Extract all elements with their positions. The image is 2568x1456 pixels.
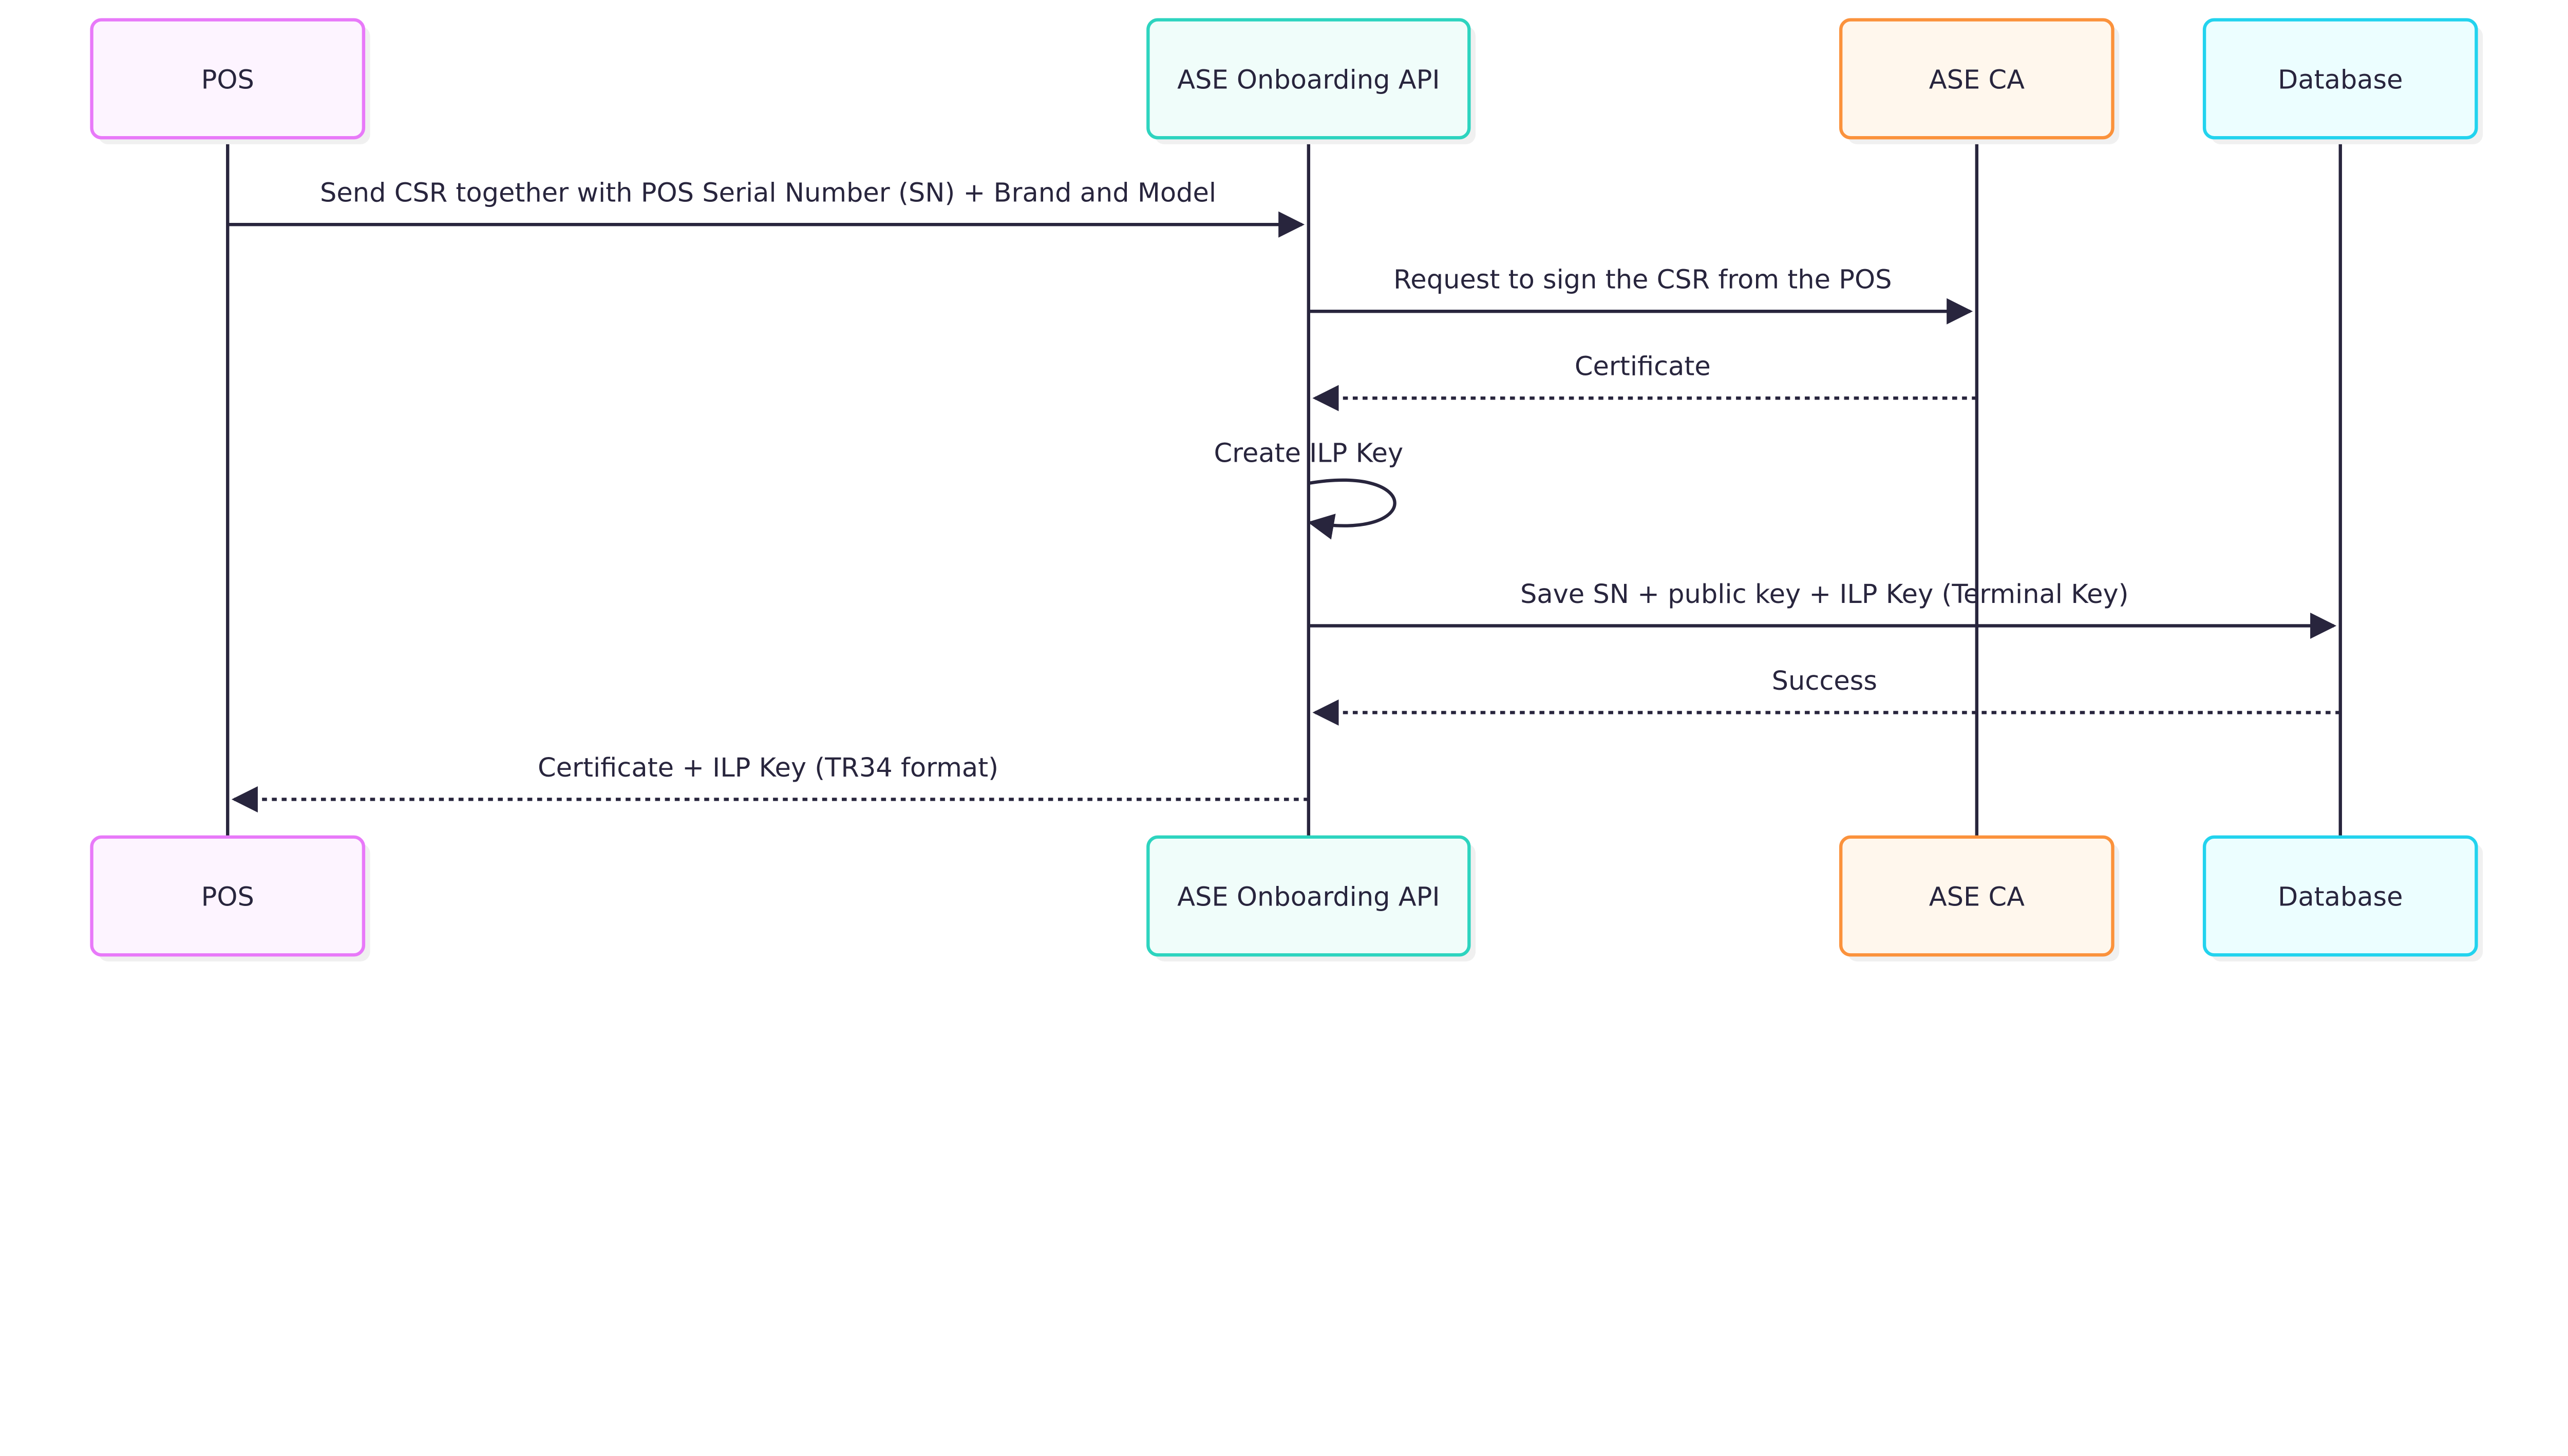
participant-box xyxy=(1146,18,1471,140)
message-label: Certificate + ILP Key (TR34 format) xyxy=(538,753,998,783)
message-7: Certificate + ILP Key (TR34 format) xyxy=(231,753,1309,812)
participant-box xyxy=(1839,18,2114,140)
participant-boxes: POS POS ASE Onboarding API ASE Onboarding A… xyxy=(90,18,2483,962)
participant-ase-onboarding-api-bottom[interactable]: ASE Onboarding API xyxy=(1146,835,1476,962)
message-5: Save SN + public key + ILP Key (Terminal… xyxy=(1308,579,2337,639)
participant-label: ASE Onboarding API xyxy=(1177,882,1440,913)
self-message-arrow xyxy=(1307,478,1396,540)
message-label: Send CSR together with POS Serial Number… xyxy=(320,178,1216,209)
participant-box xyxy=(90,18,366,140)
message-label: Save SN + public key + ILP Key (Terminal… xyxy=(1520,579,2129,610)
message-1: Send CSR together with POS Serial Number… xyxy=(228,178,1305,238)
participant-label: ASE CA xyxy=(1929,882,2025,913)
participant-box xyxy=(1146,835,1471,957)
participant-box xyxy=(1839,835,2114,957)
participant-label: POS xyxy=(201,65,254,96)
participant-ase-ca-top[interactable]: ASE CA xyxy=(1839,18,2120,144)
participant-pos-top[interactable]: POS xyxy=(90,18,370,144)
participant-database-bottom[interactable]: Database xyxy=(2202,835,2483,962)
participant-label: Database xyxy=(2278,65,2403,96)
participant-box xyxy=(2202,835,2478,957)
participant-label: ASE Onboarding API xyxy=(1177,65,1440,96)
message-label: Success xyxy=(1772,666,1877,696)
participant-pos-bottom[interactable]: POS xyxy=(90,835,370,962)
message-label: Create ILP Key xyxy=(1214,439,1403,469)
participant-ase-ca-bottom[interactable]: ASE CA xyxy=(1839,835,2120,962)
lifelines xyxy=(226,138,2342,837)
participant-database-top[interactable]: Database xyxy=(2202,18,2483,144)
message-2: Request to sign the CSR from the POS xyxy=(1308,265,1973,325)
participant-label: ASE CA xyxy=(1929,65,2025,96)
participant-label: POS xyxy=(201,882,254,913)
message-label: Certificate xyxy=(1575,352,1711,382)
message-6: Success xyxy=(1312,666,2340,726)
participant-label: Database xyxy=(2278,882,2403,913)
message-4: Create ILP Key xyxy=(1214,439,1403,540)
messages: Send CSR together with POS Serial Number… xyxy=(228,178,2340,812)
participant-box xyxy=(2202,18,2478,140)
participant-box xyxy=(90,835,366,957)
message-3: Certificate xyxy=(1312,352,1977,411)
message-label: Request to sign the CSR from the POS xyxy=(1393,265,1892,295)
participant-ase-onboarding-api-top[interactable]: ASE Onboarding API xyxy=(1146,18,1476,144)
sequence-diagram: POS POS ASE Onboarding API ASE Onboarding A… xyxy=(90,18,2483,962)
